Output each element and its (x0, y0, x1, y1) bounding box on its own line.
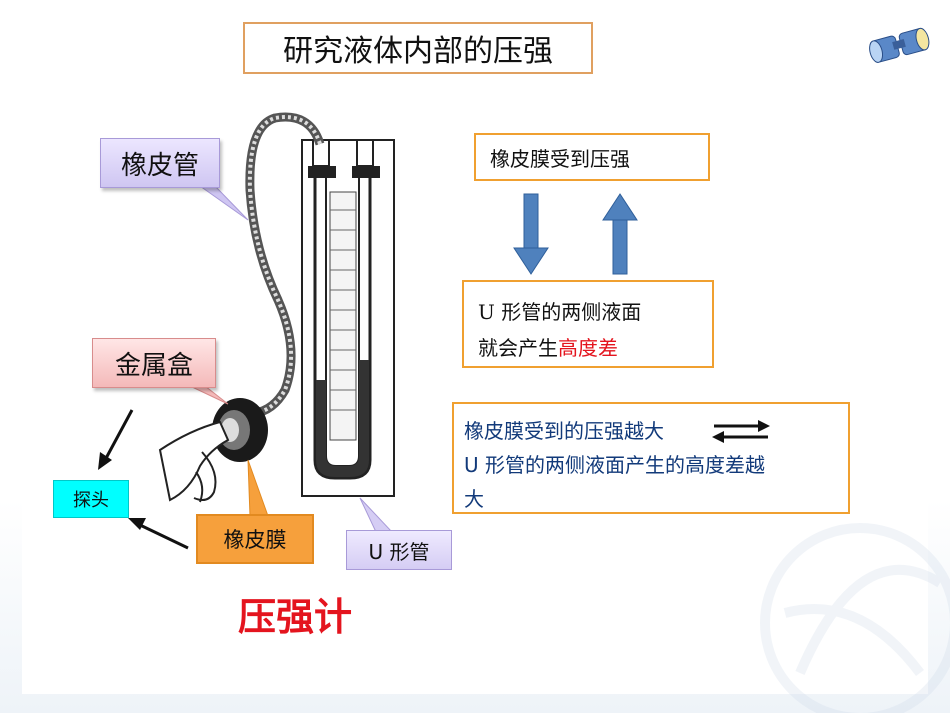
membrane-pressure-text: 橡皮膜受到压强 (490, 146, 630, 171)
cause-effect-arrows (513, 193, 638, 275)
label-rubber-membrane: 橡皮膜 (196, 514, 314, 564)
binoculars-icon (869, 27, 930, 63)
label-probe: 探头 (53, 480, 129, 518)
height-difference-highlight: 高度差 (558, 336, 618, 360)
instrument-name: 压强计 (238, 594, 353, 639)
label-metal-box: 金属盒 (92, 338, 216, 388)
conclusion-line2: U 形管的两侧液面产生的高度差越 (464, 453, 765, 477)
conclusion-box: 橡皮膜受到的压强越大 U 形管的两侧液面产生的高度差越 大 (452, 402, 850, 514)
slide-title: 研究液体内部的压强 (243, 22, 593, 74)
double-arrow-icon (712, 420, 770, 443)
arrow-down-icon (513, 193, 549, 275)
arrow-up-icon (602, 193, 638, 275)
conclusion-line3: 大 (464, 487, 484, 511)
label-rubber-tube: 橡皮管 (100, 138, 220, 188)
height-difference-line2: 就会产生高度差 (478, 336, 618, 360)
height-difference-line1: U 形管的两侧液面 (478, 300, 642, 324)
conclusion-line1: 橡皮膜受到的压强越大 (464, 419, 664, 443)
watermark-logo (760, 523, 950, 713)
label-u-tube: U 形管 (346, 530, 452, 570)
height-difference-box: U 形管的两侧液面 就会产生高度差 (462, 280, 714, 368)
pressure-gauge-illustration (158, 112, 395, 503)
membrane-pressure-box: 橡皮膜受到压强 (474, 133, 710, 181)
